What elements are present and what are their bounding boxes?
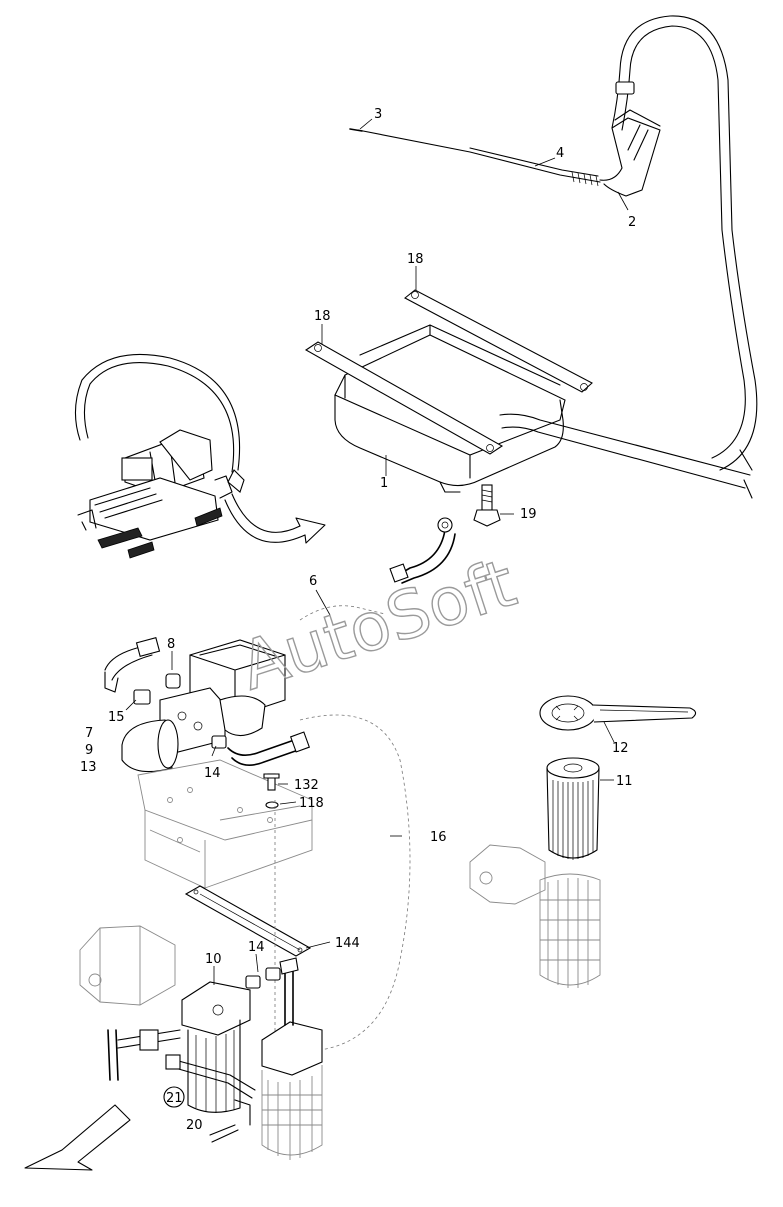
watermark: AutoSoft: [231, 544, 524, 705]
service-arrow: [24, 1104, 131, 1171]
tank-strap-lower: [304, 341, 504, 455]
pump-motor-group: [104, 636, 311, 773]
callout-13: 13: [80, 760, 97, 775]
callout-18-lower: 18: [314, 309, 331, 324]
callout-8: 8: [167, 637, 175, 652]
washer-118: [265, 801, 279, 809]
mounting-bracket: [137, 759, 313, 889]
hydraulic-tank: [334, 324, 751, 493]
callout-118: 118: [299, 796, 324, 811]
filter-housing-grey: [79, 925, 176, 1006]
filter-housing-right: [261, 1021, 323, 1160]
callout-11: 11: [616, 774, 633, 789]
return-line-16: [299, 714, 411, 1051]
callout-132: 132: [294, 778, 319, 793]
filter-housing-ghost: [469, 844, 601, 988]
bolt-132: [263, 773, 280, 791]
callout-19: 19: [520, 507, 537, 522]
callout-10: 10: [205, 952, 222, 967]
cold-planer-machine: [74, 353, 245, 559]
callout-21: 21: [166, 1091, 183, 1106]
rotation-arrow: [224, 493, 326, 544]
callout-labels: 3 4 2 18 18 1 19 6 8 15 7 9 13 14 132 11…: [80, 107, 636, 1133]
callout-2: 2: [628, 215, 636, 230]
callout-14-lower: 14: [248, 940, 265, 955]
callout-6: 6: [309, 574, 317, 589]
filter-housing-10: [181, 981, 251, 1113]
callout-9: 9: [85, 743, 93, 758]
callout-18-upper: 18: [407, 252, 424, 267]
callout-3: 3: [374, 107, 382, 122]
callout-1: 1: [380, 476, 388, 491]
callout-16: 16: [430, 830, 447, 845]
bolt-19: [473, 484, 501, 527]
support-bar-144: [184, 885, 312, 957]
callout-20: 20: [186, 1118, 203, 1133]
drain-hose: [389, 517, 456, 584]
callout-12: 12: [612, 741, 629, 756]
callout-7: 7: [85, 726, 93, 741]
callout-circle-21: [163, 1086, 185, 1108]
fittings-and-hoses: [107, 957, 299, 1143]
callout-15: 15: [108, 710, 125, 725]
leader-lines: [125, 118, 629, 985]
dipstick-tube-assembly: [349, 15, 758, 499]
filter-element-11: [546, 757, 600, 860]
callout-144: 144: [335, 936, 360, 951]
callout-14-upper: 14: [204, 766, 221, 781]
callout-4: 4: [556, 146, 564, 161]
tank-strap-upper: [404, 289, 593, 393]
filter-wrench-12: [539, 695, 697, 731]
